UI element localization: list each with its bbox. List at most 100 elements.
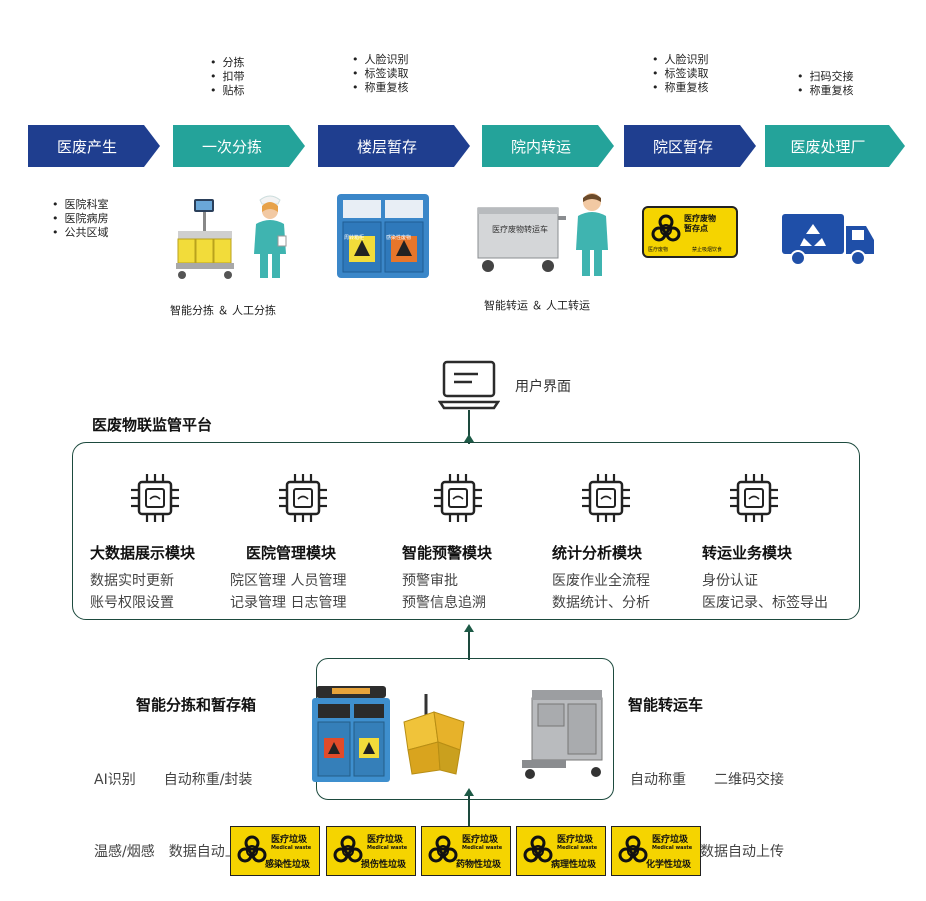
device-line: 温感/烟感 数据自动上传 [94, 844, 253, 860]
label-title: 医疗垃圾 [462, 835, 499, 845]
smart-sorting-box-icon [312, 686, 390, 782]
label-type: 化学性垃圾 [646, 860, 692, 870]
arrow-up-icon [464, 624, 474, 632]
cart-title: 医疗废物转运车 [492, 225, 548, 234]
module-line: 身份认证 [702, 573, 758, 589]
biohazard-icon [651, 214, 681, 242]
bin-tag-1: 周转箱柜 [344, 235, 365, 241]
biohazard-icon [237, 835, 267, 863]
step-first-sorting: 一次分拣 [173, 125, 305, 167]
module-desc: 预警审批 预警信息追溯 [402, 570, 486, 614]
step-label: 一次分拣 [201, 137, 262, 156]
step-label: 楼层暂存 [356, 137, 417, 156]
chip-icon [434, 474, 482, 522]
module-line: 账号权限设置 [90, 595, 174, 611]
yellow-box-icon [403, 694, 465, 775]
label-en: Medical waste [462, 845, 503, 851]
transfer-cart-icon [477, 207, 566, 272]
caption-transfer: 智能转运 ＆ 人工转运 [484, 299, 590, 312]
device-line: 自动称重 二维码交接 [630, 772, 784, 788]
module-desc: 身份认证 医废记录、标签导出 [702, 570, 828, 614]
module-line: 医废记录、标签导出 [702, 595, 828, 611]
sign-sub-2: 禁止吸烟饮食 [692, 247, 723, 253]
label-title: 医疗垃圾 [557, 835, 594, 845]
step-internal-transfer: 院内转运 [482, 125, 614, 167]
label-en: Medical waste [271, 845, 312, 851]
biohazard-icon [428, 835, 458, 863]
module-line: 预警信息追溯 [402, 595, 486, 611]
step-label: 医废产生 [56, 137, 117, 156]
ui-label: 用户界面 [515, 379, 571, 395]
label-type: 病理性垃圾 [551, 860, 597, 870]
step-label: 医废处理厂 [790, 137, 866, 156]
nurse-icon [576, 193, 608, 276]
bullet: 标签读取 [652, 67, 709, 81]
label-en: Medical waste [652, 845, 693, 851]
step-label: 院内转运 [510, 137, 571, 156]
bullets-source: 医院科室 医院病房 公共区域 [52, 198, 109, 240]
module-desc: 医废作业全流程 数据统计、分析 [552, 570, 650, 614]
step-waste-generation: 医废产生 [28, 125, 160, 167]
bullets-sort: 分拣 扣带 贴标 [210, 56, 245, 98]
step-label: 院区暂存 [652, 137, 713, 156]
bullet: 医院病房 [52, 212, 109, 226]
bullets-floor: 人脸识别 标签读取 称重复核 [352, 53, 409, 95]
caption-sorting: 智能分拣 ＆ 人工分拣 [170, 304, 276, 317]
bullet: 人脸识别 [352, 53, 409, 67]
connector-line [468, 790, 470, 826]
arrow-up-icon [464, 434, 474, 442]
sign-line-1: 医疗废物 [684, 214, 716, 223]
storage-cabinet-icon [337, 194, 429, 278]
module-line: 数据实时更新 [90, 573, 174, 589]
bin-tag-2: 感染性废物 [386, 235, 412, 241]
step-disposal-plant: 医废处理厂 [765, 125, 905, 167]
platform-box [72, 442, 860, 620]
connector-line [468, 628, 470, 660]
label-en: Medical waste [367, 845, 408, 851]
module-title-statistics: 统计分析模块 [552, 544, 643, 562]
bullet: 称重复核 [797, 84, 854, 98]
bullet: 人脸识别 [652, 53, 709, 67]
bullets-plant: 扫码交接 称重复核 [797, 70, 854, 98]
bullet: 分拣 [210, 56, 245, 70]
garbage-truck-icon [782, 214, 874, 266]
bullet: 扫码交接 [797, 70, 854, 84]
module-desc: 院区管理 人员管理 记录管理 日志管理 [230, 570, 346, 614]
label-title: 医疗垃圾 [271, 835, 308, 845]
sorting-station-icon [176, 199, 234, 279]
chip-icon [730, 474, 778, 522]
device-right-title: 智能转运车 [628, 696, 704, 714]
label-title: 医疗垃圾 [367, 835, 404, 845]
storage-sign: 医疗废物 暂存点 医疗废物 禁止吸烟饮食 [642, 206, 738, 258]
chip-icon [131, 474, 179, 522]
device-left-title: 智能分拣和暂存箱 [136, 696, 257, 714]
label-type: 损伤性垃圾 [361, 860, 407, 870]
device-left-desc: AI识别 自动称重/封装 温感/烟感 数据自动上传 [94, 720, 253, 888]
smart-transfer-cart-icon [522, 690, 603, 779]
module-title-bigdata: 大数据展示模块 [90, 544, 196, 562]
biohazard-icon [523, 835, 553, 863]
bullet: 称重复核 [352, 81, 409, 95]
sign-line-2: 暂存点 [684, 224, 708, 233]
step-campus-storage: 院区暂存 [624, 125, 756, 167]
module-title-hospital: 医院管理模块 [246, 544, 337, 562]
module-title-transport: 转运业务模块 [702, 544, 793, 562]
label-type: 感染性垃圾 [265, 860, 311, 870]
arrow-up-icon [464, 788, 474, 796]
label-type: 药物性垃圾 [456, 860, 502, 870]
nurse-icon [254, 195, 287, 278]
chip-icon [279, 474, 327, 522]
module-line: 记录管理 日志管理 [230, 595, 347, 611]
device-line: AI识别 自动称重/封装 [94, 772, 253, 788]
module-line: 数据统计、分析 [552, 595, 650, 611]
module-line: 院区管理 人员管理 [230, 573, 347, 589]
biohazard-icon [333, 835, 363, 863]
bullet: 医院科室 [52, 198, 109, 212]
platform-title: 医废物联监管平台 [92, 416, 213, 434]
bullets-campus: 人脸识别 标签读取 称重复核 [652, 53, 709, 95]
sign-sub-1: 医疗废物 [648, 247, 669, 253]
